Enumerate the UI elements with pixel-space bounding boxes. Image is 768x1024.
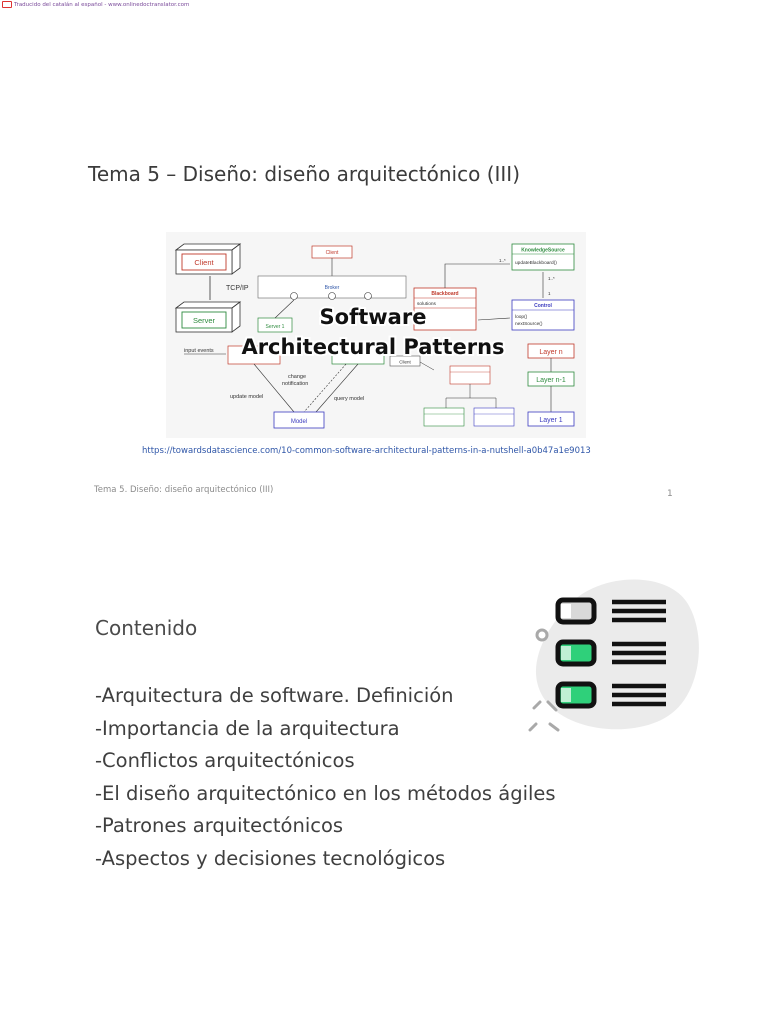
multiplicity-1: 1..*: [499, 258, 506, 263]
client-server-diagram: Client TCP/IP Server: [174, 243, 249, 333]
change-notification-label-1: change: [288, 374, 306, 380]
interpreter-diagram: Client: [389, 355, 515, 427]
change-notification-label-2: notification: [282, 381, 308, 387]
mvc-diagram: input events change notification update …: [184, 345, 385, 429]
broker-diagram: Client Broker Server 1: [257, 245, 407, 333]
input-events-label: input events: [184, 348, 214, 354]
list-item: -Arquitectura de software. Definición: [95, 684, 454, 707]
broker-label: Broker: [325, 285, 340, 291]
model-label: Model: [291, 419, 307, 425]
server1-label: Server 1: [266, 324, 285, 330]
translator-link[interactable]: Traducido del catalán al español - www.o…: [14, 1, 190, 8]
architecture-patterns-figure: Client TCP/IP Server Client Broker: [166, 232, 586, 438]
knowledge-source-label: KnowledgeSource: [521, 248, 565, 254]
update-blackboard-label: updateBlackboard(): [515, 260, 557, 266]
list-item: -Aspectos y decisiones tecnológicos: [95, 846, 446, 870]
figure-title-line-2: Architectural Patterns: [241, 335, 504, 359]
source-link[interactable]: https://towardsdatascience.com/10-common…: [142, 446, 591, 456]
layer-n1-label: Layer n-1: [536, 377, 566, 384]
layer-n-label: Layer n: [539, 349, 562, 356]
blackboard-diagram: KnowledgeSource updateBlackboard() 1..* …: [413, 243, 575, 331]
control-label: Control: [534, 303, 552, 309]
list-item: -El diseño arquitectónico en los métodos…: [95, 781, 556, 805]
checklist-icon: [528, 576, 700, 736]
solutions-label: solutions: [417, 301, 437, 307]
figure-title-overlay: Software Architectural Patterns: [239, 303, 506, 361]
contents-list: -Arquitectura de software. Definición -I…: [95, 680, 556, 875]
multiplicity-3: 1: [548, 291, 551, 296]
broker-client-label: Client: [326, 250, 339, 256]
contents-title: Contenido: [95, 616, 198, 640]
page-number: 1: [667, 489, 673, 499]
slide-title: Tema 5 – Diseño: diseño arquitectónico (…: [88, 162, 520, 186]
figure-title-line-1: Software: [320, 305, 427, 329]
translator-banner: Traducido del catalán al español - www.o…: [2, 0, 189, 9]
client-box-label: Client: [194, 258, 214, 267]
diagram-collage: Client TCP/IP Server Client Broker: [174, 243, 575, 429]
next-source-label: nextSource(): [515, 321, 543, 327]
pdf-icon: [2, 1, 12, 8]
list-item: -Conflictos arquitectónicos: [95, 749, 355, 772]
layer-1-label: Layer 1: [539, 417, 562, 424]
server-box-label: Server: [193, 316, 216, 325]
slide-1: Tema 5 – Diseño: diseño arquitectónico (…: [88, 162, 673, 499]
blackboard-label: Blackboard: [431, 291, 458, 297]
update-model-label: update model: [230, 394, 263, 400]
list-item: -Importancia de la arquitectura: [95, 716, 400, 740]
layered-diagram: Layer n Layer n-1 Layer 1: [527, 343, 575, 427]
loop-label: loop(): [515, 314, 528, 320]
interpreter-client-label: Client: [399, 360, 411, 365]
slide-footer: Tema 5. Diseño: diseño arquitectónico (I…: [94, 485, 274, 495]
tcpip-label: TCP/IP: [226, 285, 249, 292]
multiplicity-2: 1..*: [548, 276, 555, 281]
list-item: -Patrones arquitectónicos: [95, 814, 344, 837]
query-model-label: query model: [334, 396, 364, 402]
